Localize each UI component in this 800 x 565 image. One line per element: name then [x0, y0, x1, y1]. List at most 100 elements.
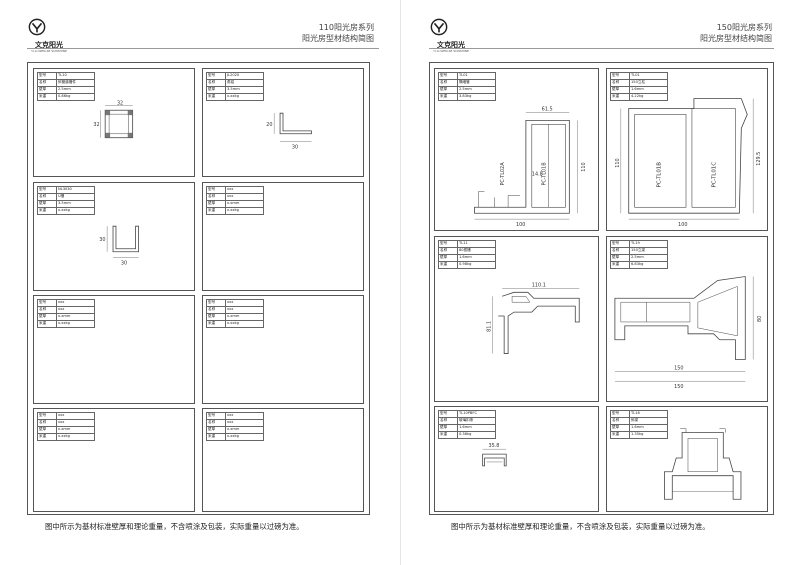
- brand-subtitle: YI-LI-WEN-KE SUNSHINE: [31, 49, 67, 53]
- spec-label: 名称: [37, 306, 57, 314]
- spec-label: 名称: [206, 419, 226, 427]
- profile-drawing: 80 150 150: [614, 276, 763, 390]
- dimension-label: 110: [581, 162, 587, 171]
- spec-label: 壁厚: [37, 313, 57, 321]
- brand-mark-icon: [430, 18, 448, 36]
- dimension-label: 110.1: [532, 282, 546, 288]
- dimension-label: 150: [674, 384, 683, 390]
- spec-label: 名称: [206, 193, 226, 201]
- spec-value: 0.98kg: [457, 261, 496, 269]
- dimension-label: 129.5: [756, 152, 762, 166]
- profile-drawing: 61.5 PC-TL02A PC-TL01B 14.8 110 100: [474, 106, 587, 228]
- spec-value: xxx: [56, 306, 95, 314]
- series-title: 150阳光房系列: [716, 23, 772, 32]
- dimension-label: 110: [615, 158, 621, 167]
- dimension-label: 100: [678, 222, 687, 228]
- drawing-frame: [27, 62, 370, 515]
- spec-label: 型号: [206, 186, 226, 194]
- page-title: 150阳光房系列 阳光房型材结构简图: [700, 22, 772, 44]
- page-title: 110阳光房系列 阳光房型材结构简图: [302, 22, 374, 44]
- spec-value: x.xxkg: [225, 320, 264, 328]
- brand-logo: 文克阳光 YI-LI-WEN-KE SUNSHINE: [28, 18, 70, 53]
- spec-label: 米重: [206, 320, 226, 328]
- spec-value: x.xxkg: [225, 207, 264, 215]
- spec-value: 6.83kg: [629, 261, 668, 269]
- spec-label: 型号: [37, 299, 57, 307]
- dimension-label: 61.5: [542, 106, 553, 112]
- spec-value: x.xxkg: [56, 320, 95, 328]
- spec-label: 米重: [37, 320, 57, 328]
- spec-label: 米重: [37, 433, 57, 441]
- header-rule: [27, 48, 379, 49]
- diagram-title: 阳光房型材结构简图: [302, 34, 374, 43]
- spec-value: x.xxkg: [225, 433, 264, 441]
- profile-drawing: 35.8: [482, 443, 507, 467]
- spec-value: xxx: [225, 306, 264, 314]
- profile-drawing: 32 32: [93, 100, 134, 139]
- dimension-label: 81.1: [486, 321, 492, 332]
- left-page: 文克阳光 YI-LI-WEN-KE SUNSHINE 110阳光房系列 阳光房型…: [27, 18, 379, 531]
- spec-value: xxx: [225, 412, 264, 420]
- brand-name: 文克阳光: [35, 41, 63, 49]
- brand-logo: 文克阳光 YI-LI-WEN-KE SUNSHINE: [430, 18, 472, 53]
- right-page: 文克阳光 YI-LI-WEN-KE SUNSHINE 150阳光房系列 阳光房型…: [400, 0, 800, 565]
- profile-drawing: 20 30: [266, 112, 312, 151]
- spec-value: xxx: [225, 193, 264, 201]
- spec-label: 米重: [206, 433, 226, 441]
- spec-value: x.xmm: [225, 313, 264, 321]
- dimension-label: 150: [674, 365, 683, 371]
- spec-value: x.xmm: [56, 313, 95, 321]
- spec-value: xxx: [56, 412, 95, 420]
- spec-value: 1.35kg: [629, 431, 668, 439]
- spec-label: 型号: [206, 299, 226, 307]
- spec-value: x.xxkg: [225, 93, 264, 101]
- spec-label: 米重: [206, 207, 226, 215]
- spec-value: xxx: [225, 419, 264, 427]
- dimension-label: 35.8: [489, 443, 500, 449]
- dimension-label: 30: [121, 260, 127, 266]
- spec-label: 壁厚: [206, 200, 226, 208]
- spec-label: 型号: [206, 412, 226, 420]
- spec-label: 壁厚: [37, 426, 57, 434]
- footer-note: 图中所示为基材标准壁厚和理论重量，不含喷涂及包装，实际重量以过磅为准。: [45, 522, 304, 531]
